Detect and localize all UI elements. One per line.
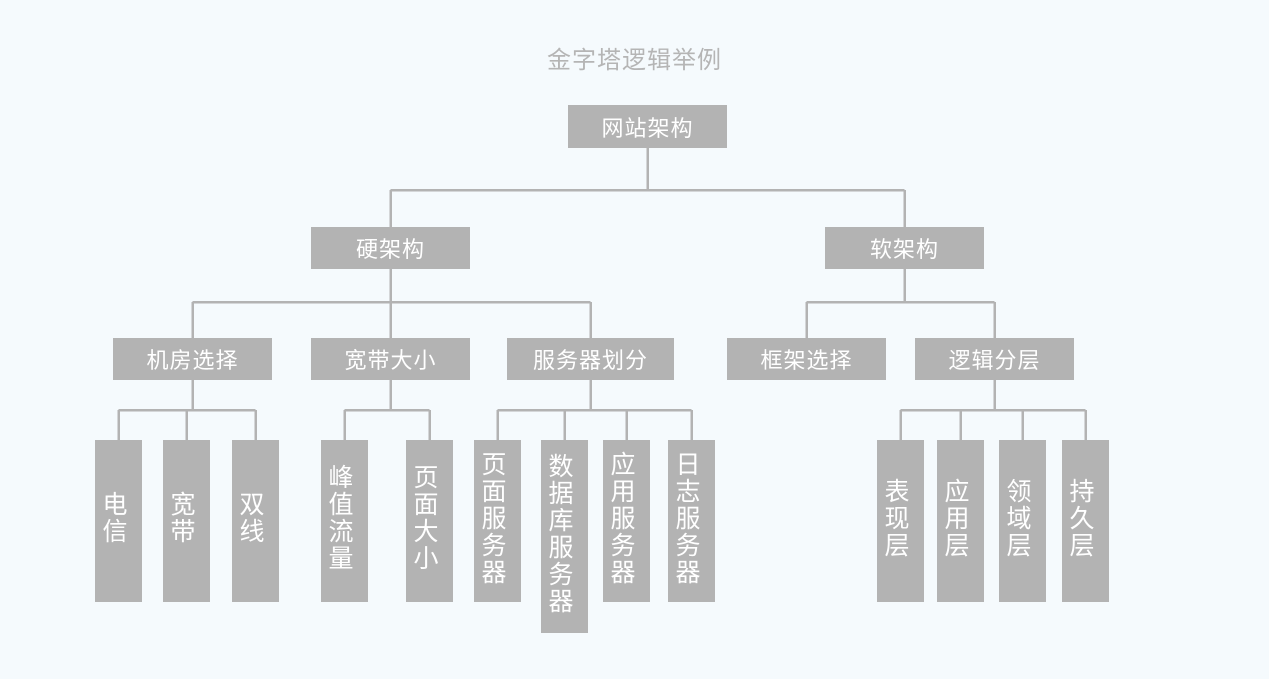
page-title: 金字塔逻辑举例 bbox=[547, 46, 722, 74]
node-database-server[interactable]: 数据库服务器 bbox=[541, 440, 588, 633]
node-dual-line[interactable]: 双线 bbox=[232, 440, 279, 602]
node-log-server[interactable]: 日志服务器 bbox=[668, 440, 715, 602]
node-root[interactable]: 网站架构 bbox=[568, 105, 727, 148]
node-persistence-layer[interactable]: 持久层 bbox=[1062, 440, 1109, 602]
node-room-selection[interactable]: 机房选择 bbox=[113, 338, 272, 380]
node-framework-selection[interactable]: 框架选择 bbox=[727, 338, 886, 380]
node-soft-architecture[interactable]: 软架构 bbox=[825, 227, 984, 269]
node-application-server[interactable]: 应用服务器 bbox=[603, 440, 650, 602]
node-page-size[interactable]: 页面大小 bbox=[406, 440, 453, 602]
node-broadband[interactable]: 宽带 bbox=[163, 440, 210, 602]
node-page-server[interactable]: 页面服务器 bbox=[474, 440, 521, 602]
node-telecom[interactable]: 电信 bbox=[95, 440, 142, 602]
node-hard-architecture[interactable]: 硬架构 bbox=[311, 227, 470, 269]
node-server-division[interactable]: 服务器划分 bbox=[507, 338, 674, 380]
node-peak-traffic[interactable]: 峰值流量 bbox=[321, 440, 368, 602]
node-application-layer[interactable]: 应用层 bbox=[937, 440, 984, 602]
node-logical-layering[interactable]: 逻辑分层 bbox=[915, 338, 1074, 380]
node-presentation-layer[interactable]: 表现层 bbox=[877, 440, 924, 602]
node-bandwidth-size[interactable]: 宽带大小 bbox=[311, 338, 470, 380]
node-domain-layer[interactable]: 领域层 bbox=[999, 440, 1046, 602]
